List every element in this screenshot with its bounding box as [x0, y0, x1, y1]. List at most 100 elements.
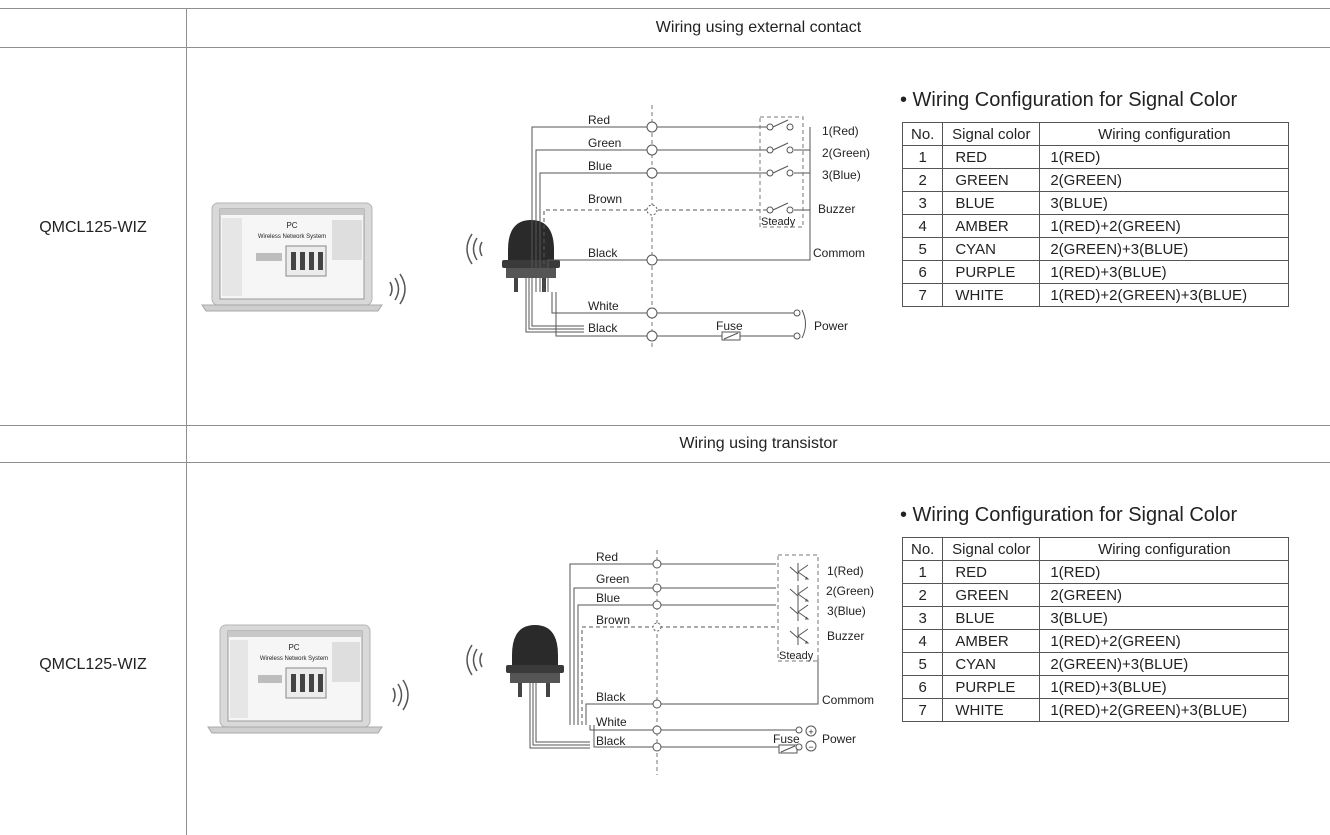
table-cell: CYAN [942, 237, 1041, 261]
terminal-label-buzzer: Buzzer [818, 202, 855, 216]
table-cell: 2 [901, 168, 944, 192]
laptop-icon: PC Wireless Network System [201, 202, 383, 312]
power-label: Power [822, 732, 856, 746]
config-title: • Wiring Configuration for Signal Color [900, 504, 1238, 526]
table-cell: 5 [901, 652, 944, 676]
wireless-signal-icon [466, 644, 483, 676]
model-label: QMCL125-WIZ [39, 656, 147, 673]
table-cell: 2(GREEN)+3(BLUE) [1039, 237, 1290, 261]
table-cell: 3 [901, 606, 944, 630]
wireless-signal-icon [466, 233, 483, 265]
column-header: Signal color [942, 537, 1041, 561]
svg-text:+: + [808, 727, 813, 737]
laptop-title: PC [288, 643, 299, 652]
steady-label: Steady [761, 216, 796, 228]
table-cell: 2(GREEN) [1039, 168, 1290, 192]
laptop-subtitle: Wireless Network System [260, 656, 328, 662]
wire-label-red: Red [596, 550, 618, 564]
table-cell: PURPLE [942, 675, 1041, 699]
wire-label-red: Red [588, 113, 610, 127]
column-divider [186, 8, 187, 835]
table-cell: 3(BLUE) [1039, 606, 1290, 630]
section-divider [0, 425, 1330, 426]
wire-label-white: White [596, 715, 627, 729]
table-cell: 7 [901, 283, 944, 307]
table-cell: 1(RED)+2(GREEN)+3(BLUE) [1039, 283, 1290, 307]
common-label: Commom [813, 246, 865, 260]
signal-tower-icon [502, 220, 560, 292]
wire-label-black: Black [596, 690, 626, 704]
table-cell: PURPLE [942, 260, 1041, 284]
wire-label-black-power: Black [588, 321, 618, 335]
config-title: • Wiring Configuration for Signal Color [900, 89, 1238, 111]
steady-label: Steady [779, 650, 814, 662]
wireless-signal-icon [389, 273, 406, 305]
column-header: Wiring configuration [1039, 537, 1290, 561]
column-header: Signal color [942, 122, 1041, 146]
table-cell: GREEN [942, 583, 1041, 607]
table-cell: 6 [901, 260, 944, 284]
column-header: Wiring configuration [1039, 122, 1290, 146]
table-cell: 5 [901, 237, 944, 261]
signal-config-panel: • Wiring Configuration for Signal Color … [900, 89, 1290, 307]
svg-text:−: − [808, 742, 813, 752]
wire-label-green: Green [596, 572, 629, 586]
table-cell: BLUE [942, 606, 1041, 630]
table-cell: 1 [901, 560, 944, 584]
table-cell: CYAN [942, 652, 1041, 676]
table-header-row: No. Signal color Wiring configuration [901, 122, 1290, 146]
wiring-diagram-external-contact: PC Wireless Network System [190, 100, 910, 390]
wire-label-brown: Brown [588, 192, 622, 206]
common-label: Commom [822, 693, 874, 707]
power-label: Power [814, 319, 848, 333]
wireless-signal-icon [392, 679, 409, 711]
signal-tower-icon [506, 625, 564, 697]
table-cell: 3 [901, 191, 944, 215]
model-label: QMCL125-WIZ [39, 219, 147, 236]
terminal-label-2: 2(Green) [822, 146, 870, 160]
table-cell: BLUE [942, 191, 1041, 215]
table-cell: AMBER [942, 629, 1041, 653]
terminal-label-3: 3(Blue) [827, 604, 866, 618]
terminal-label-buzzer: Buzzer [827, 629, 864, 643]
terminal-label-2: 2(Green) [826, 584, 874, 598]
column-header: No. [901, 537, 944, 561]
header-divider-1 [0, 47, 1330, 48]
table-cell: 1(RED)+2(GREEN) [1039, 214, 1290, 238]
table-cell: 7 [901, 698, 944, 722]
laptop-icon: PC Wireless Network System [207, 624, 383, 734]
laptop-title: PC [286, 221, 297, 230]
fuse-label: Fuse [773, 732, 800, 746]
table-cell: GREEN [942, 168, 1041, 192]
wire-label-black: Black [588, 246, 618, 260]
fuse-label: Fuse [716, 319, 743, 333]
table-cell: 1(RED) [1039, 145, 1290, 169]
table-cell: RED [942, 560, 1041, 584]
table-border-top [0, 8, 1330, 9]
table-cell: RED [942, 145, 1041, 169]
table-cell: 1(RED)+3(BLUE) [1039, 260, 1290, 284]
table-cell: 1 [901, 145, 944, 169]
table-header-row: No. Signal color Wiring configuration [901, 537, 1290, 561]
table-cell: 6 [901, 675, 944, 699]
signal-config-panel: • Wiring Configuration for Signal Color … [900, 504, 1290, 722]
section-header-transistor: Wiring using transistor [679, 435, 838, 452]
table-cell: 2(GREEN) [1039, 583, 1290, 607]
wire-label-blue: Blue [596, 591, 620, 605]
table-cell: WHITE [942, 283, 1041, 307]
